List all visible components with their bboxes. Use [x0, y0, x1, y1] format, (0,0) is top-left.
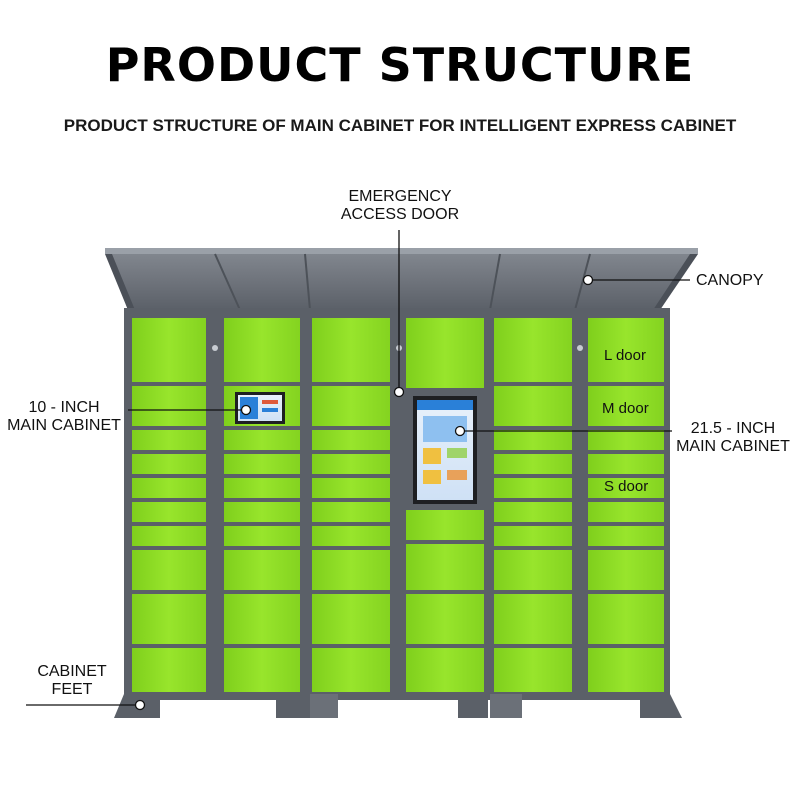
emergency-door-label: EMERGENCY ACCESS DOOR	[340, 188, 460, 223]
s-door-label: S door	[604, 478, 649, 495]
ten-inch-label: 10 - INCH MAIN CABINET	[7, 399, 121, 434]
cabinet-feet-label: CABINET FEET	[37, 663, 107, 698]
page-subtitle: PRODUCT STRUCTURE OF MAIN CABINET FOR IN…	[63, 116, 737, 135]
l-door-label: L door	[604, 347, 646, 364]
canopy-label: CANOPY	[696, 272, 764, 289]
door-grid	[132, 318, 664, 692]
twenty-one-inch-screen	[413, 396, 477, 504]
cabinet-frame	[124, 308, 670, 700]
canopy	[105, 248, 698, 311]
lock-knob	[577, 345, 583, 351]
lock-knob	[212, 345, 218, 351]
callout-lines	[26, 230, 690, 711]
page-title: PRODUCT STRUCTURE	[105, 38, 695, 92]
twenty-one-inch-label: 21.5 - INCH MAIN CABINET	[676, 420, 790, 455]
m-door-label: M door	[602, 400, 649, 417]
